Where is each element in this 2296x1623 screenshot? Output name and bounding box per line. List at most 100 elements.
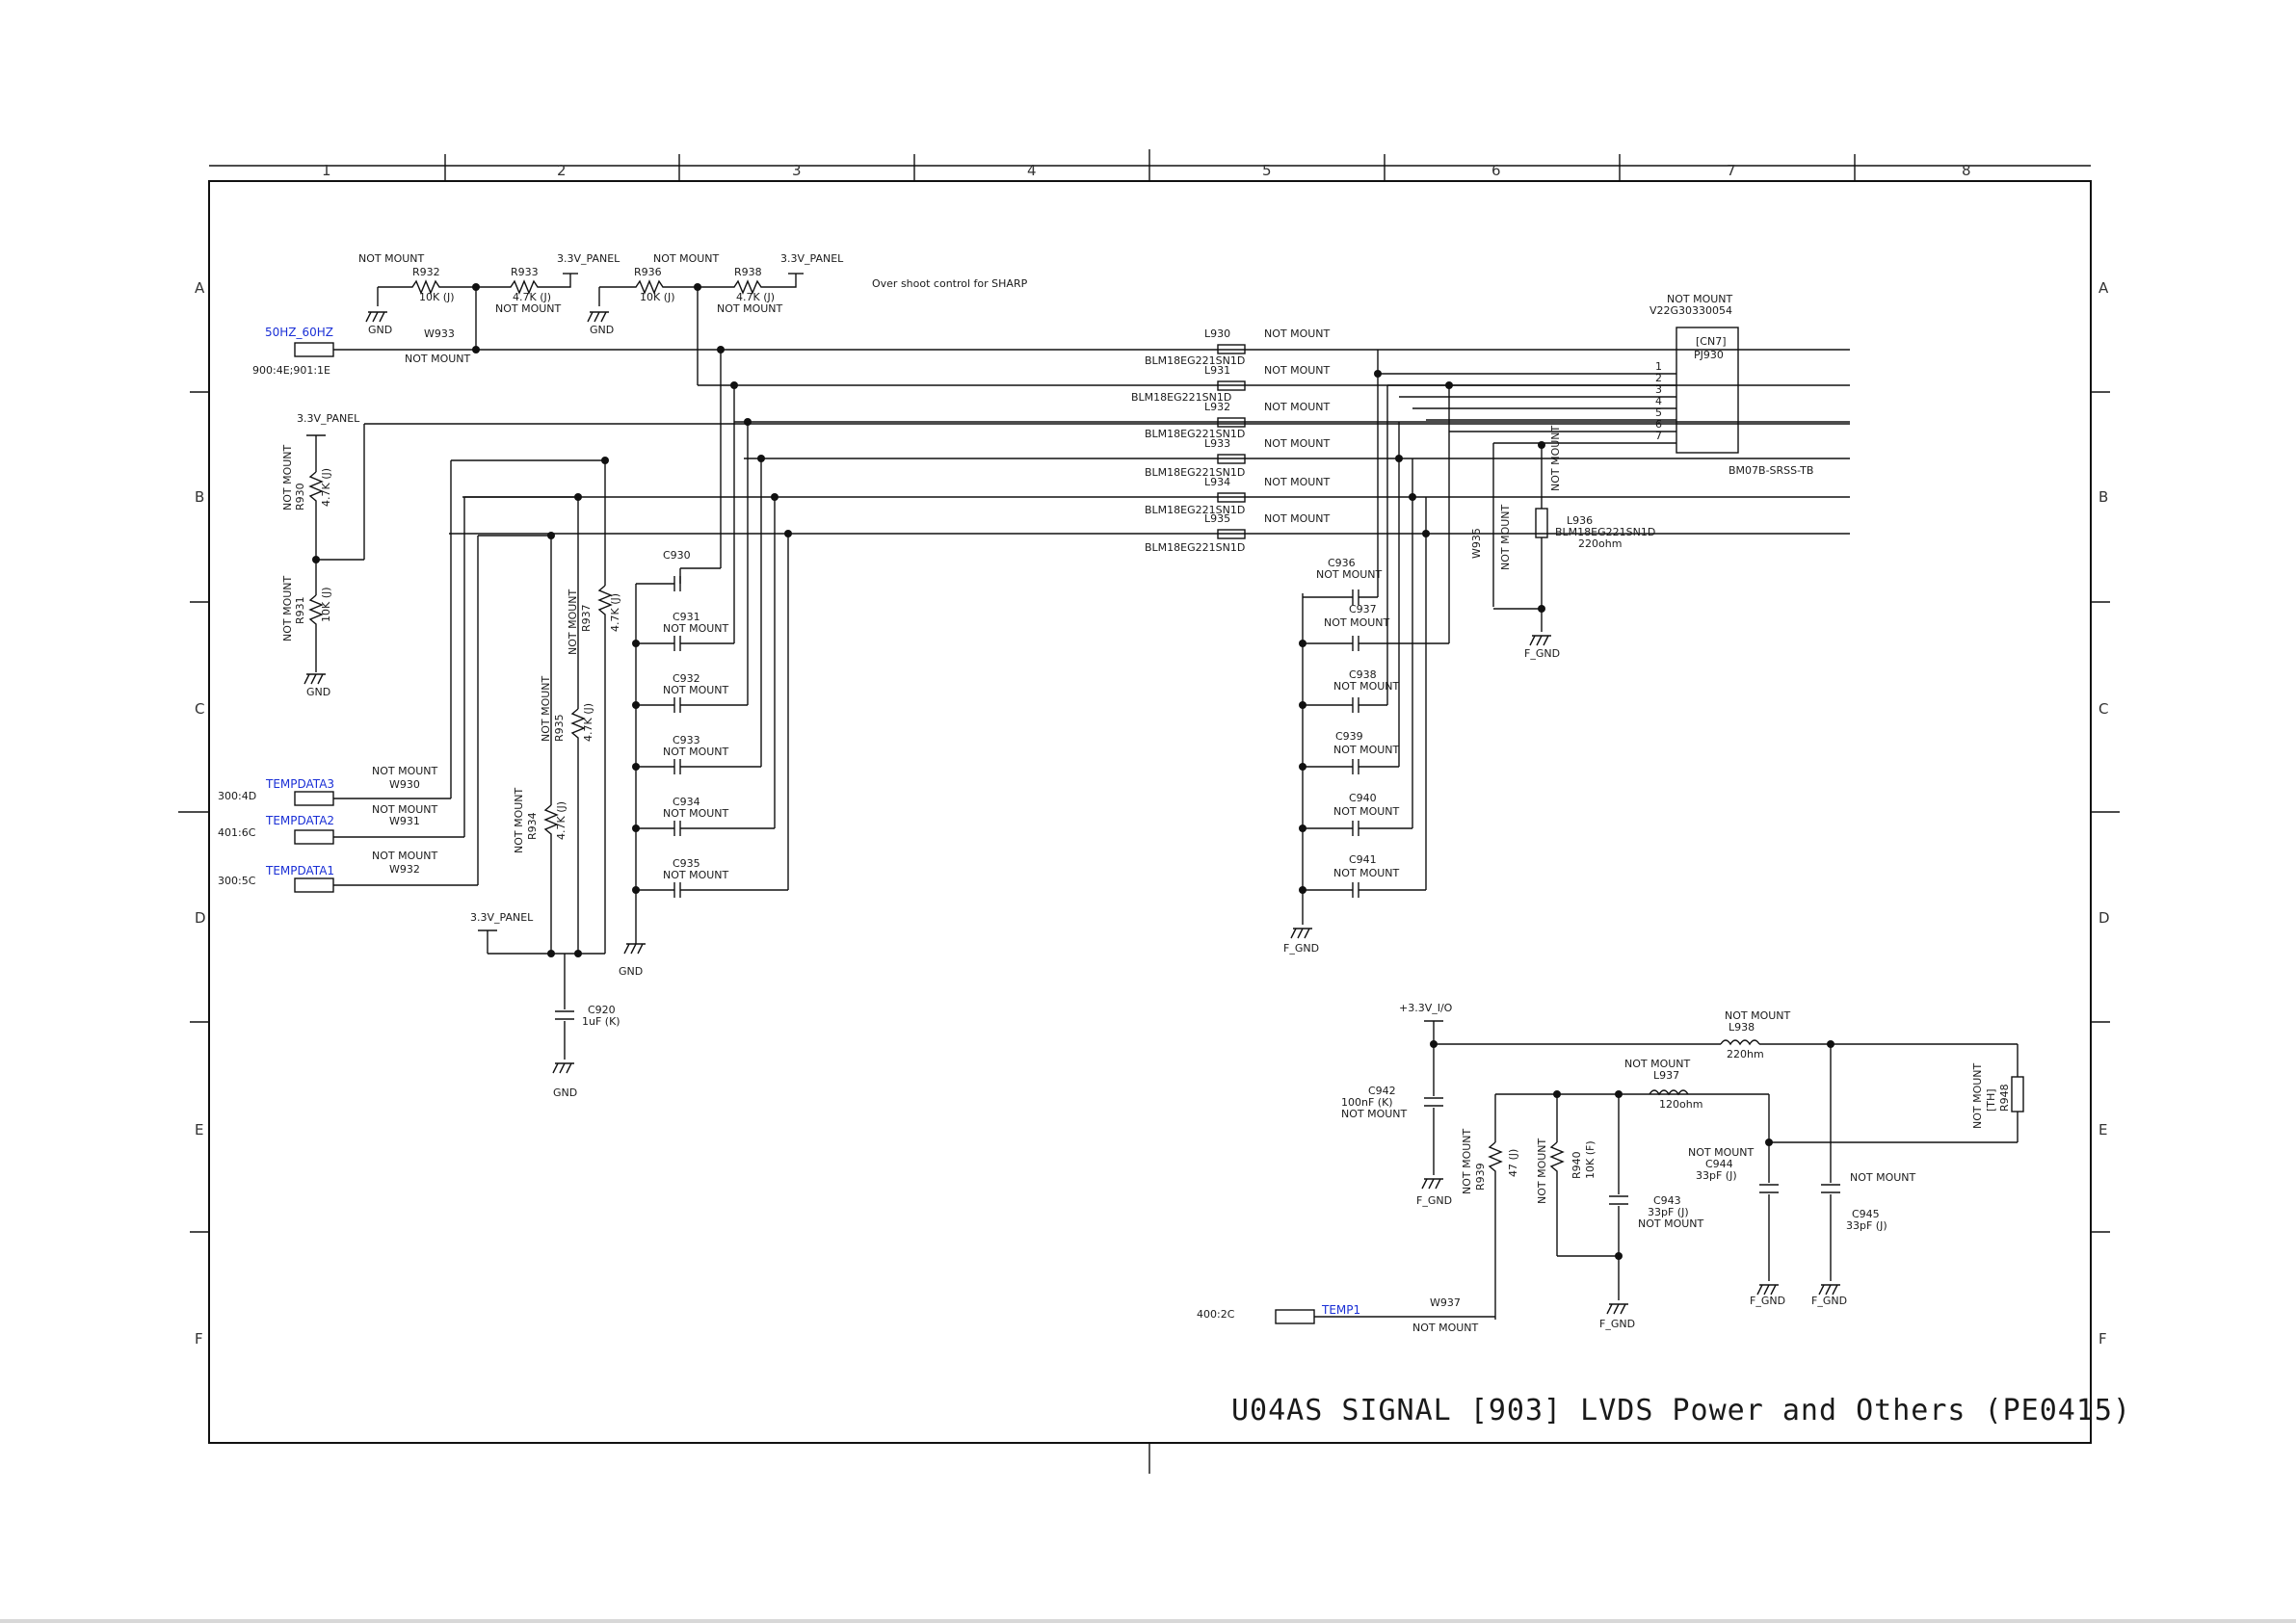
grid-row-e-right: E xyxy=(2098,1121,2107,1139)
svg-text:NOT MOUNT: NOT MOUNT xyxy=(567,589,579,655)
svg-text:C931: C931 xyxy=(673,611,700,623)
signal-50hz: 50HZ_60HZ 900:4E;901:1E W933 NOT MOUNT xyxy=(252,326,1850,377)
svg-text:C937: C937 xyxy=(1349,603,1377,615)
svg-text:NOT MOUNT: NOT MOUNT xyxy=(1316,568,1383,581)
svg-text:100nF (K): 100nF (K) xyxy=(1341,1096,1393,1109)
svg-text:4.7K (J): 4.7K (J) xyxy=(320,468,332,507)
svg-text:NOT MOUNT: NOT MOUNT xyxy=(1461,1128,1473,1194)
svg-text:V22G30330054: V22G30330054 xyxy=(1649,304,1732,317)
svg-text:L936: L936 xyxy=(1567,514,1593,527)
grid-row-c-left: C xyxy=(195,700,204,718)
svg-text:L930: L930 xyxy=(1204,327,1230,340)
left-bus-verticals xyxy=(717,346,792,890)
svg-text:R937: R937 xyxy=(580,604,593,632)
grid-row-b-left: B xyxy=(195,488,204,506)
svg-text:C941: C941 xyxy=(1349,853,1377,866)
fgnd-symbol xyxy=(1756,1284,1779,1296)
svg-text:F_GND: F_GND xyxy=(1811,1295,1847,1307)
svg-text:NOT MOUNT: NOT MOUNT xyxy=(1264,364,1331,377)
svg-text:NOT MOUNT: NOT MOUNT xyxy=(1264,327,1331,340)
svg-text:R932: R932 xyxy=(412,266,440,278)
svg-text:10K (J): 10K (J) xyxy=(320,587,332,622)
svg-text:3: 3 xyxy=(1655,383,1662,396)
grid-col-1: 1 xyxy=(322,162,331,179)
svg-text:GND: GND xyxy=(368,324,392,336)
svg-text:10K (J): 10K (J) xyxy=(640,291,675,303)
svg-text:L935: L935 xyxy=(1204,512,1230,525)
svg-text:NOT MOUNT: NOT MOUNT xyxy=(372,850,438,862)
gnd-symbol xyxy=(587,311,609,323)
overshoot-note: Over shoot control for SHARP xyxy=(872,277,1028,290)
svg-text:NOT MOUNT: NOT MOUNT xyxy=(1850,1171,1916,1184)
svg-text:33pF (J): 33pF (J) xyxy=(1648,1206,1689,1218)
grid-row-a-right: A xyxy=(2098,279,2109,297)
svg-text:BLM18EG221SN1D: BLM18EG221SN1D xyxy=(1145,466,1245,479)
svg-text:[CN7]: [CN7] xyxy=(1696,335,1727,348)
svg-text:3.3V_PANEL: 3.3V_PANEL xyxy=(780,252,844,265)
grid-row-e-left: E xyxy=(195,1121,203,1139)
svg-text:GND: GND xyxy=(619,965,643,978)
grid-col-4: 4 xyxy=(1027,162,1037,179)
svg-text:NOT MOUNT: NOT MOUNT xyxy=(1667,293,1733,305)
svg-text:NOT MOUNT: NOT MOUNT xyxy=(1264,437,1331,450)
svg-text:R938: R938 xyxy=(734,266,762,278)
fgnd-symbol xyxy=(1606,1303,1628,1315)
svg-text:R931: R931 xyxy=(294,596,306,624)
svg-text:F_GND: F_GND xyxy=(1599,1318,1635,1330)
svg-text:W930: W930 xyxy=(389,778,420,791)
svg-text:F_GND: F_GND xyxy=(1283,942,1319,955)
svg-text:NOT MOUNT: NOT MOUNT xyxy=(1333,867,1400,879)
svg-text:4.7K (J): 4.7K (J) xyxy=(609,593,621,632)
svg-text:C930: C930 xyxy=(663,549,691,562)
svg-text:NOT MOUNT: NOT MOUNT xyxy=(1549,425,1562,491)
svg-text:NOT MOUNT: NOT MOUNT xyxy=(663,622,729,635)
fgnd-symbol xyxy=(1818,1284,1840,1296)
svg-text:NOT MOUNT: NOT MOUNT xyxy=(281,575,294,641)
svg-text:GND: GND xyxy=(306,686,330,698)
svg-text:4.7K (J): 4.7K (J) xyxy=(582,703,594,742)
grid-labels: 1 2 3 4 5 6 7 8 A B C D E F A B C D E F xyxy=(195,162,2110,1348)
svg-text:4.7K (J): 4.7K (J) xyxy=(736,291,775,303)
svg-text:C932: C932 xyxy=(673,672,700,685)
svg-text:900:4E;901:1E: 900:4E;901:1E xyxy=(252,364,330,377)
svg-text:C939: C939 xyxy=(1335,730,1363,743)
svg-text:NOT MOUNT: NOT MOUNT xyxy=(1333,805,1400,818)
svg-text:400:2C: 400:2C xyxy=(1197,1308,1235,1321)
svg-text:W933: W933 xyxy=(424,327,455,340)
svg-text:401:6C: 401:6C xyxy=(218,826,256,839)
svg-text:4: 4 xyxy=(1655,395,1662,407)
title-block: U04AS SIGNAL [903] LVDS Power and Others… xyxy=(1231,1394,2131,1427)
connector-pj930: NOT MOUNT V22G30330054 [CN7] PJ930 BM07B… xyxy=(1378,293,1813,477)
svg-text:W932: W932 xyxy=(389,863,420,876)
svg-text:L938: L938 xyxy=(1729,1021,1755,1034)
svg-text:33pF (J): 33pF (J) xyxy=(1696,1169,1737,1182)
svg-text:300:4D: 300:4D xyxy=(218,790,256,802)
svg-text:C938: C938 xyxy=(1349,668,1377,681)
svg-text:BLM18EG221SN1D: BLM18EG221SN1D xyxy=(1145,428,1245,440)
svg-text:3.3V_PANEL: 3.3V_PANEL xyxy=(557,252,620,265)
svg-text:120ohm: 120ohm xyxy=(1659,1098,1702,1111)
top-pullups: NOT MOUNT R932 10K (J) GND R933 4.7K (J)… xyxy=(358,252,1850,386)
svg-text:F_GND: F_GND xyxy=(1750,1295,1785,1307)
svg-text:NOT MOUNT: NOT MOUNT xyxy=(1536,1138,1548,1204)
svg-text:220hm: 220hm xyxy=(1727,1048,1764,1060)
svg-text:1: 1 xyxy=(1655,360,1662,373)
svg-text:NOT MOUNT: NOT MOUNT xyxy=(513,787,525,853)
l936-branch: W935 NOT MOUNT NOT MOUNT L936 BLM18EG221… xyxy=(1470,425,1655,660)
svg-text:NOT MOUNT: NOT MOUNT xyxy=(1264,512,1331,525)
svg-text:NOT MOUNT: NOT MOUNT xyxy=(663,746,729,758)
page-bottom-bar xyxy=(0,1619,2296,1623)
svg-text:NOT MOUNT: NOT MOUNT xyxy=(1688,1146,1755,1159)
svg-text:NOT MOUNT: NOT MOUNT xyxy=(663,684,729,696)
svg-text:W931: W931 xyxy=(389,815,420,827)
svg-text:NOT MOUNT: NOT MOUNT xyxy=(405,353,471,365)
svg-text:NOT MOUNT: NOT MOUNT xyxy=(1499,504,1512,570)
svg-text:R939: R939 xyxy=(1474,1163,1487,1191)
net-label-tempdata3: TEMPDATA3 xyxy=(265,777,334,791)
left-divider: 3.3V_PANEL 4.7K (J) R930 NOT MOUNT 10K (… xyxy=(281,412,1850,698)
frame xyxy=(178,149,2120,1474)
svg-text:7: 7 xyxy=(1655,430,1662,442)
grid-row-d-left: D xyxy=(195,909,206,927)
